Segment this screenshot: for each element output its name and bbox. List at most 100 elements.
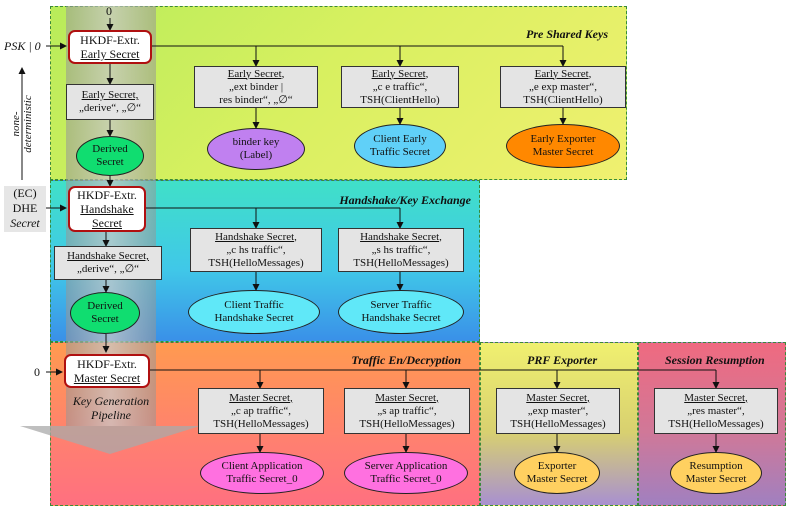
input-ec-dhe-line3: Secret <box>10 216 40 230</box>
exporter-master-secret: Exporter Master Secret <box>514 452 600 494</box>
hkdf-master-secret: HKDF-Extr. Master Secret <box>64 354 150 388</box>
app-box-server-line3: TSH(HelloMessages) <box>359 417 455 430</box>
psk-box-early-exporter-line3: TSH(ClientHello) <box>523 93 603 106</box>
region-title-psk: Pre Shared Keys <box>526 27 608 41</box>
derived-early-line2: Secret <box>96 156 124 168</box>
app-box-server-line2: „s ap traffic“, <box>377 404 437 417</box>
psk-box-binder-line3: res binder“, „∅“ <box>219 93 293 106</box>
psk-box-client-early-line2: „c e traffic“, <box>372 80 428 93</box>
client-traffic-handshake-secret: Client Traffic Handshake Secret <box>188 290 320 334</box>
pipeline-label-line1: Key Generation <box>72 394 150 408</box>
psk-box-early-exporter-line1: Early Secret, <box>534 67 592 80</box>
app-box-resumption-line1: Master Secret, <box>684 391 748 404</box>
psk-box-client-early: Early Secret, „c e traffic“, TSH(ClientH… <box>341 66 459 108</box>
nondeterministic-label: none- deterministic <box>10 64 34 184</box>
server-hs-line1: Server Traffic <box>370 299 432 311</box>
server-app-line2: Traffic Secret_0 <box>370 473 442 485</box>
derive-handshake-line2: „derive“, „∅“ <box>76 263 140 275</box>
hs-box-client-line1: Handshake Secret, <box>215 230 297 243</box>
client-hs-line1: Client Traffic <box>224 299 284 311</box>
hs-box-server-line3: TSH(HelloMessages) <box>353 256 449 269</box>
input-ec-dhe-line2: DHE <box>12 201 38 215</box>
app-box-exporter-line2: „exp master“, <box>527 404 589 417</box>
derived-early-line1: Derived <box>92 143 128 155</box>
app-box-server: Master Secret, „s ap traffic“, TSH(Hello… <box>344 388 470 434</box>
app-box-server-line1: Master Secret, <box>375 391 439 404</box>
hs-box-server: Handshake Secret, „s hs traffic“, TSH(He… <box>338 228 464 272</box>
hs-box-client-line2: „c hs traffic“, <box>226 243 286 256</box>
app-box-client-line2: „c ap traffic“, <box>231 404 291 417</box>
derive-early-line2: „derive“, „∅“ <box>78 102 142 114</box>
derive-box-early: Early Secret, „derive“, „∅“ <box>66 84 154 120</box>
app-box-resumption-line3: TSH(HelloMessages) <box>668 417 764 430</box>
derive-box-handshake: Handshake Secret, „derive“, „∅“ <box>54 246 162 280</box>
app-box-exporter-line3: TSH(HelloMessages) <box>510 417 606 430</box>
pipeline-arrow-head <box>20 426 200 454</box>
hs-box-server-line2: „s hs traffic“, <box>371 243 431 256</box>
psk-box-early-exporter: Early Secret, „e exp master“, TSH(Client… <box>500 66 626 108</box>
psk-box-binder-line2: „ext binder | <box>228 80 284 93</box>
binder-key-line1: binder key <box>232 136 280 148</box>
pipeline-label: Key Generation Pipeline <box>66 394 156 422</box>
client-early-traffic-secret: Client Early Traffic Secret <box>354 124 446 168</box>
app-box-exporter-line1: Master Secret, <box>526 391 590 404</box>
psk-box-early-exporter-line2: „e exp master“, <box>528 80 598 93</box>
input-psk: PSK | 0 <box>4 39 41 53</box>
psk-box-binder: Early Secret, „ext binder | res binder“,… <box>194 66 318 108</box>
resumption-line2: Master Secret <box>685 473 747 485</box>
derived-secret-handshake: Derived Secret <box>70 292 140 334</box>
hkdf-handshake-line1: HKDF-Extr. <box>77 188 137 202</box>
app-box-client-line1: Master Secret, <box>229 391 293 404</box>
hkdf-handshake-line2: Handshake <box>80 202 134 216</box>
app-box-resumption-line2: „res master“, <box>687 404 745 417</box>
client-early-line1: Client Early <box>373 133 427 145</box>
region-title-resumption: Session Resumption <box>665 353 765 367</box>
client-hs-line2: Handshake Secret <box>214 312 294 324</box>
pipeline-label-line2: Pipeline <box>91 408 131 422</box>
derive-early-line1: Early Secret, <box>81 89 139 101</box>
nondet-line2: deterministic <box>22 95 34 153</box>
hkdf-handshake-line3: Secret <box>92 216 122 230</box>
app-box-client-line3: TSH(HelloMessages) <box>213 417 309 430</box>
client-app-line1: Client Application <box>221 460 303 472</box>
region-title-prf: PRF Exporter <box>527 353 598 367</box>
server-traffic-handshake-secret: Server Traffic Handshake Secret <box>338 290 464 334</box>
input-ec-dhe: (EC) DHE Secret <box>4 186 46 232</box>
hkdf-early-line1: HKDF-Extr. <box>80 33 140 47</box>
derived-handshake-line1: Derived <box>87 300 123 312</box>
early-exporter-line2: Master Secret <box>532 146 594 158</box>
psk-box-binder-line1: Early Secret, <box>227 67 285 80</box>
app-box-client: Master Secret, „c ap traffic“, TSH(Hello… <box>198 388 324 434</box>
input-zero-top: 0 <box>106 4 112 18</box>
hkdf-master-line2: Master Secret <box>73 371 141 385</box>
resumption-line1: Resumption <box>689 460 743 472</box>
derived-secret-early: Derived Secret <box>76 136 144 176</box>
hs-box-client-line3: TSH(HelloMessages) <box>208 256 304 269</box>
region-title-handshake: Handshake/Key Exchange <box>339 193 471 207</box>
early-exporter-master-secret: Early Exporter Master Secret <box>506 124 620 168</box>
hs-box-client: Handshake Secret, „c hs traffic“, TSH(He… <box>190 228 322 272</box>
binder-key: binder key (Label) <box>207 128 305 170</box>
app-box-resumption: Master Secret, „res master“, TSH(HelloMe… <box>654 388 778 434</box>
psk-box-client-early-line1: Early Secret, <box>371 67 429 80</box>
server-application-traffic-secret: Server Application Traffic Secret_0 <box>344 452 468 494</box>
input-ec-dhe-line1: (EC) <box>13 186 37 200</box>
exporter-line1: Exporter <box>537 460 577 472</box>
derived-handshake-line2: Secret <box>91 313 119 325</box>
client-application-traffic-secret: Client Application Traffic Secret_0 <box>200 452 324 494</box>
derive-handshake-line1: Handshake Secret, <box>67 250 149 262</box>
server-app-line1: Server Application <box>364 460 448 472</box>
app-box-exporter: Master Secret, „exp master“, TSH(HelloMe… <box>496 388 620 434</box>
hkdf-master-line1: HKDF-Extr. <box>77 357 137 371</box>
client-app-line2: Traffic Secret_0 <box>226 473 298 485</box>
resumption-master-secret: Resumption Master Secret <box>670 452 762 494</box>
nondet-line1: none- <box>10 111 22 137</box>
input-zero-master: 0 <box>34 365 40 379</box>
psk-box-client-early-line3: TSH(ClientHello) <box>360 93 440 106</box>
early-exporter-line1: Early Exporter <box>530 133 596 145</box>
hkdf-early-secret: HKDF-Extr. Early Secret <box>68 30 152 64</box>
exporter-line2: Master Secret <box>526 473 588 485</box>
server-hs-line2: Handshake Secret <box>361 312 441 324</box>
region-title-traffic: Traffic En/Decryption <box>351 353 461 367</box>
